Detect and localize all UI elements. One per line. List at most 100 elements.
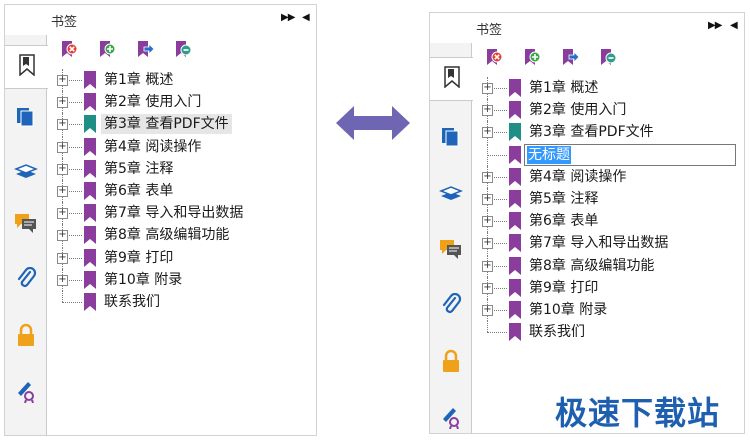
bookmark-icon	[508, 234, 522, 256]
rail-tab-attachments-panel[interactable]	[430, 285, 472, 329]
bookmark-item[interactable]: + 第2章 使用入门	[480, 99, 740, 122]
delete-bookmark-icon	[484, 48, 504, 72]
expand-toggle-icon[interactable]: +	[482, 82, 493, 94]
bookmark-icon	[83, 182, 97, 204]
expand-toggle-icon[interactable]: +	[482, 304, 493, 316]
rail-tab-pages-panel[interactable]	[430, 117, 472, 161]
expand-toggle-icon[interactable]: +	[57, 207, 68, 220]
rail-tab-layers-panel[interactable]	[430, 173, 472, 217]
bookmark-item[interactable]: 联系我们	[480, 321, 740, 343]
rail-tab-comments-panel[interactable]	[5, 203, 47, 247]
expand-panel-icon[interactable]: ▶▶	[708, 20, 722, 31]
rail-tab-bookmark-panel[interactable]	[430, 57, 473, 101]
tree-line	[62, 235, 82, 237]
rail-tab-bookmark-panel[interactable]	[5, 45, 48, 89]
delete-bookmark-button[interactable]	[482, 49, 506, 71]
bookmark-item[interactable]: 无标题	[480, 143, 740, 166]
bookmark-item[interactable]: +第3章 查看PDF文件	[480, 121, 740, 144]
bookmark-item[interactable]: +第10章 附录	[480, 299, 740, 321]
bookmark-icon	[83, 293, 97, 315]
delete-bookmark-icon	[59, 40, 79, 64]
bookmark-icon	[83, 248, 97, 271]
expand-panel-icon[interactable]: ▶▶	[281, 12, 295, 23]
expand-toggle-icon[interactable]: +	[482, 170, 493, 183]
bookmark-icon	[83, 137, 97, 160]
expand-toggle-icon[interactable]: +	[57, 74, 68, 86]
bookmark-label: 第1章 概述	[104, 72, 174, 88]
tree-line	[487, 221, 507, 223]
expand-toggle-icon[interactable]: +	[482, 126, 493, 139]
bookmark-item[interactable]: +第3章 查看PDF文件	[55, 113, 315, 136]
tree-line	[487, 88, 507, 89]
expand-toggle-icon[interactable]: +	[482, 215, 493, 228]
bookmark-item[interactable]: +第4章 阅读操作	[55, 135, 315, 160]
panel-header: 书签 ▶▶ ◀	[5, 5, 316, 35]
collapse-panel-icon[interactable]: ◀	[302, 12, 310, 23]
rail-tab-signatures-panel[interactable]	[430, 397, 472, 441]
add-bookmark-icon	[97, 40, 117, 64]
bookmark-item[interactable]: + 第4章 阅读操作	[480, 165, 740, 188]
bookmark-item[interactable]: +第2章 使用入门	[55, 91, 315, 114]
bookmark-item[interactable]: +第9章 打印	[55, 246, 315, 271]
bookmark-item[interactable]: 联系我们	[55, 291, 315, 313]
watermark: 极速下载站	[555, 394, 721, 432]
bookmark-item[interactable]: +第6章 表单	[55, 180, 315, 202]
expand-toggle-icon[interactable]: +	[482, 193, 493, 205]
expand-toggle-icon[interactable]: +	[482, 281, 493, 294]
expand-toggle-icon[interactable]: +	[57, 251, 68, 264]
tree-line	[62, 191, 82, 192]
expand-toggle-icon[interactable]: +	[482, 259, 493, 272]
tree-line	[487, 243, 507, 245]
move-bookmark-button[interactable]	[558, 49, 582, 71]
delete-bookmark-button[interactable]	[57, 41, 81, 63]
bookmark-item[interactable]: +第9章 打印	[480, 276, 740, 299]
tree-line	[62, 124, 82, 126]
bookmark-item[interactable]: +第6章 表单	[480, 210, 740, 233]
bookmark-label: 第4章 阅读操作	[529, 168, 627, 185]
comments-panel-icon	[439, 238, 463, 264]
expand-toggle-icon[interactable]: +	[57, 185, 68, 197]
collapse-panel-icon[interactable]: ◀	[730, 20, 738, 31]
rail-tab-signatures-panel[interactable]	[5, 371, 47, 415]
bookmark-properties-button[interactable]	[596, 49, 620, 71]
bookmark-item[interactable]: +第8章 高级编辑功能	[480, 254, 740, 277]
tree-line	[487, 310, 507, 311]
panel-header: 书签 ▶▶ ◀	[430, 13, 744, 43]
expand-toggle-icon[interactable]: +	[57, 162, 68, 175]
rail-tab-security-panel[interactable]	[430, 341, 472, 385]
expand-toggle-icon[interactable]: +	[57, 96, 68, 109]
tree-line	[487, 287, 507, 289]
expand-toggle-icon[interactable]: +	[57, 118, 68, 131]
bookmark-item[interactable]: +第5章 注释	[480, 188, 740, 210]
expand-toggle-icon[interactable]: +	[57, 229, 68, 242]
add-bookmark-button[interactable]	[520, 49, 544, 71]
bookmark-label: 第2章 使用入门	[529, 102, 627, 119]
bookmark-rename-input[interactable]: 无标题	[524, 143, 736, 166]
rail-tab-security-panel[interactable]	[5, 315, 47, 359]
rail-tab-comments-panel[interactable]	[430, 229, 472, 273]
tree-line	[62, 279, 82, 281]
expand-toggle-icon[interactable]: +	[482, 237, 493, 250]
tree-line	[62, 146, 82, 148]
tree-line	[62, 257, 82, 259]
bookmark-item[interactable]: + 第5章 注释	[55, 157, 315, 180]
rail-tab-layers-panel[interactable]	[5, 151, 47, 195]
bookmark-properties-button[interactable]	[171, 41, 195, 63]
rail-tab-pages-panel[interactable]	[5, 97, 47, 141]
bookmark-label: 第5章 注释	[104, 160, 174, 177]
rail-tab-attachments-panel[interactable]	[5, 259, 47, 303]
tree-line	[487, 154, 507, 156]
bookmark-item[interactable]: +第8章 高级编辑功能	[55, 224, 315, 247]
expand-toggle-icon[interactable]: +	[482, 104, 493, 117]
bookmark-item[interactable]: +第7章 导入和导出数据	[480, 232, 740, 256]
bookmark-label: 第1章 概述	[529, 80, 599, 96]
add-bookmark-button[interactable]	[95, 41, 119, 63]
bookmark-icon	[508, 323, 522, 345]
move-bookmark-button[interactable]	[133, 41, 157, 63]
bookmark-item[interactable]: +第10章 附录	[55, 268, 315, 291]
expand-toggle-icon[interactable]: +	[57, 140, 68, 153]
bookmark-item[interactable]: + 第1章 概述	[480, 77, 740, 99]
expand-toggle-icon[interactable]: +	[57, 273, 68, 286]
bookmark-item[interactable]: + 第1章 概述	[55, 69, 315, 91]
bookmark-item[interactable]: +第7章 导入和导出数据	[55, 202, 315, 225]
